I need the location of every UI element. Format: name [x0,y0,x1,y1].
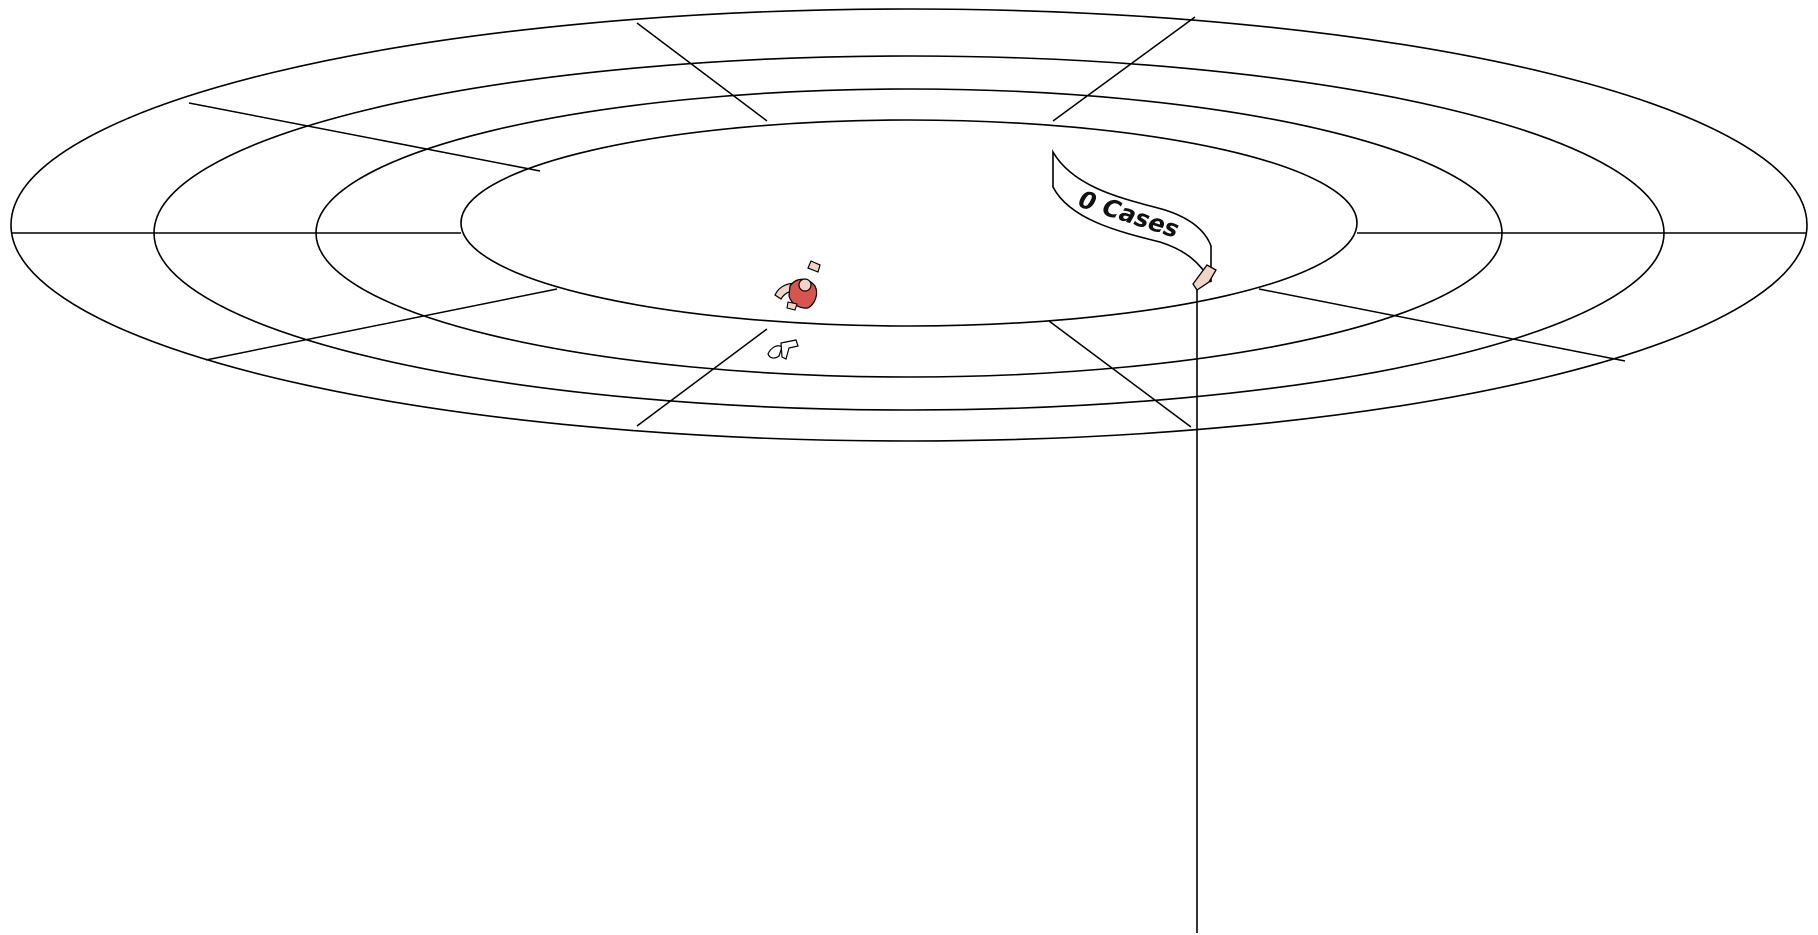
left-shoe [768,346,782,358]
spoke-bottom-left [637,329,767,426]
spoke-upper-left [189,103,540,171]
spoke-top-left [637,23,767,121]
runner-shoes [768,340,798,359]
right-shoe [781,340,798,359]
runner-arm-back [808,261,820,272]
track-rings [11,9,1807,441]
spoke-lower-right [1259,289,1625,361]
flag: 0 Cases [1053,152,1216,933]
spoke-bottom-right [1049,321,1191,427]
runner-head [799,279,811,291]
flag-pole-tip [1193,265,1216,290]
track-spokes [11,17,1807,427]
runner-hand [787,302,797,310]
ring-2 [316,89,1502,377]
flag-banner-text: 0 Cases [1075,185,1182,244]
spoke-top-right [1053,17,1195,121]
inner-ring [461,120,1357,326]
runner-figure [775,261,820,310]
